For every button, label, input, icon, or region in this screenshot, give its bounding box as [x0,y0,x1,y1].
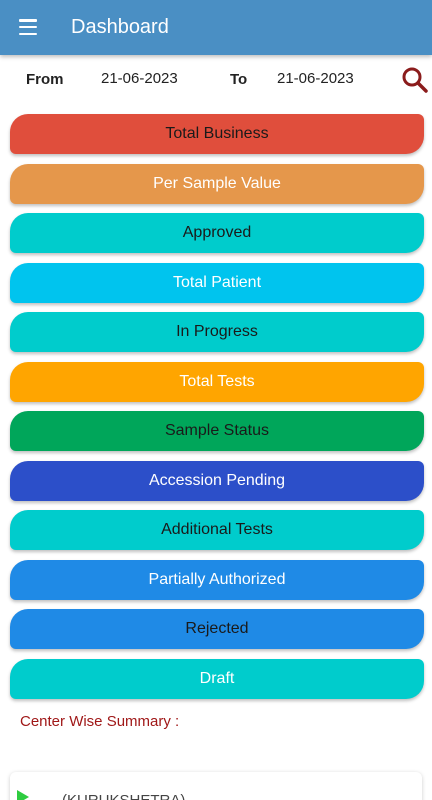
date-filter-row: From 21-06-2023 To 21-06-2023 [0,62,432,98]
from-label: From [26,71,64,88]
to-label: To [230,71,248,88]
center-summary-item[interactable]: (KURUKSHETRA) [10,772,422,800]
tile-rejected[interactable]: Rejected [10,609,424,649]
tile-total-business[interactable]: Total Business [10,114,424,154]
tile-partially-authorized[interactable]: Partially Authorized [10,559,424,600]
tile-additional-tests[interactable]: Additional Tests [10,510,424,550]
tile-accession-pending[interactable]: Accession Pending [10,460,424,501]
from-date-field[interactable]: 21-06-2023 [101,70,178,87]
page-title: Dashboard [71,16,169,38]
tile-per-sample-value[interactable]: Per Sample Value [10,163,424,204]
center-summary-heading: Center Wise Summary : [20,713,180,730]
tile-total-patient[interactable]: Total Patient [10,262,424,303]
tile-sample-status[interactable]: Sample Status [10,411,424,451]
tile-approved[interactable]: Approved [10,213,424,253]
app-bar: Dashboard [0,0,432,55]
tile-in-progress[interactable]: In Progress [10,312,424,352]
tile-total-tests[interactable]: Total Tests [10,361,424,402]
to-date-field[interactable]: 21-06-2023 [277,70,354,87]
tile-draft[interactable]: Draft [10,658,424,699]
menu-icon[interactable] [19,19,37,35]
center-name: (KURUKSHETRA) [62,792,185,800]
search-icon[interactable] [401,66,429,94]
play-icon[interactable] [17,790,29,800]
